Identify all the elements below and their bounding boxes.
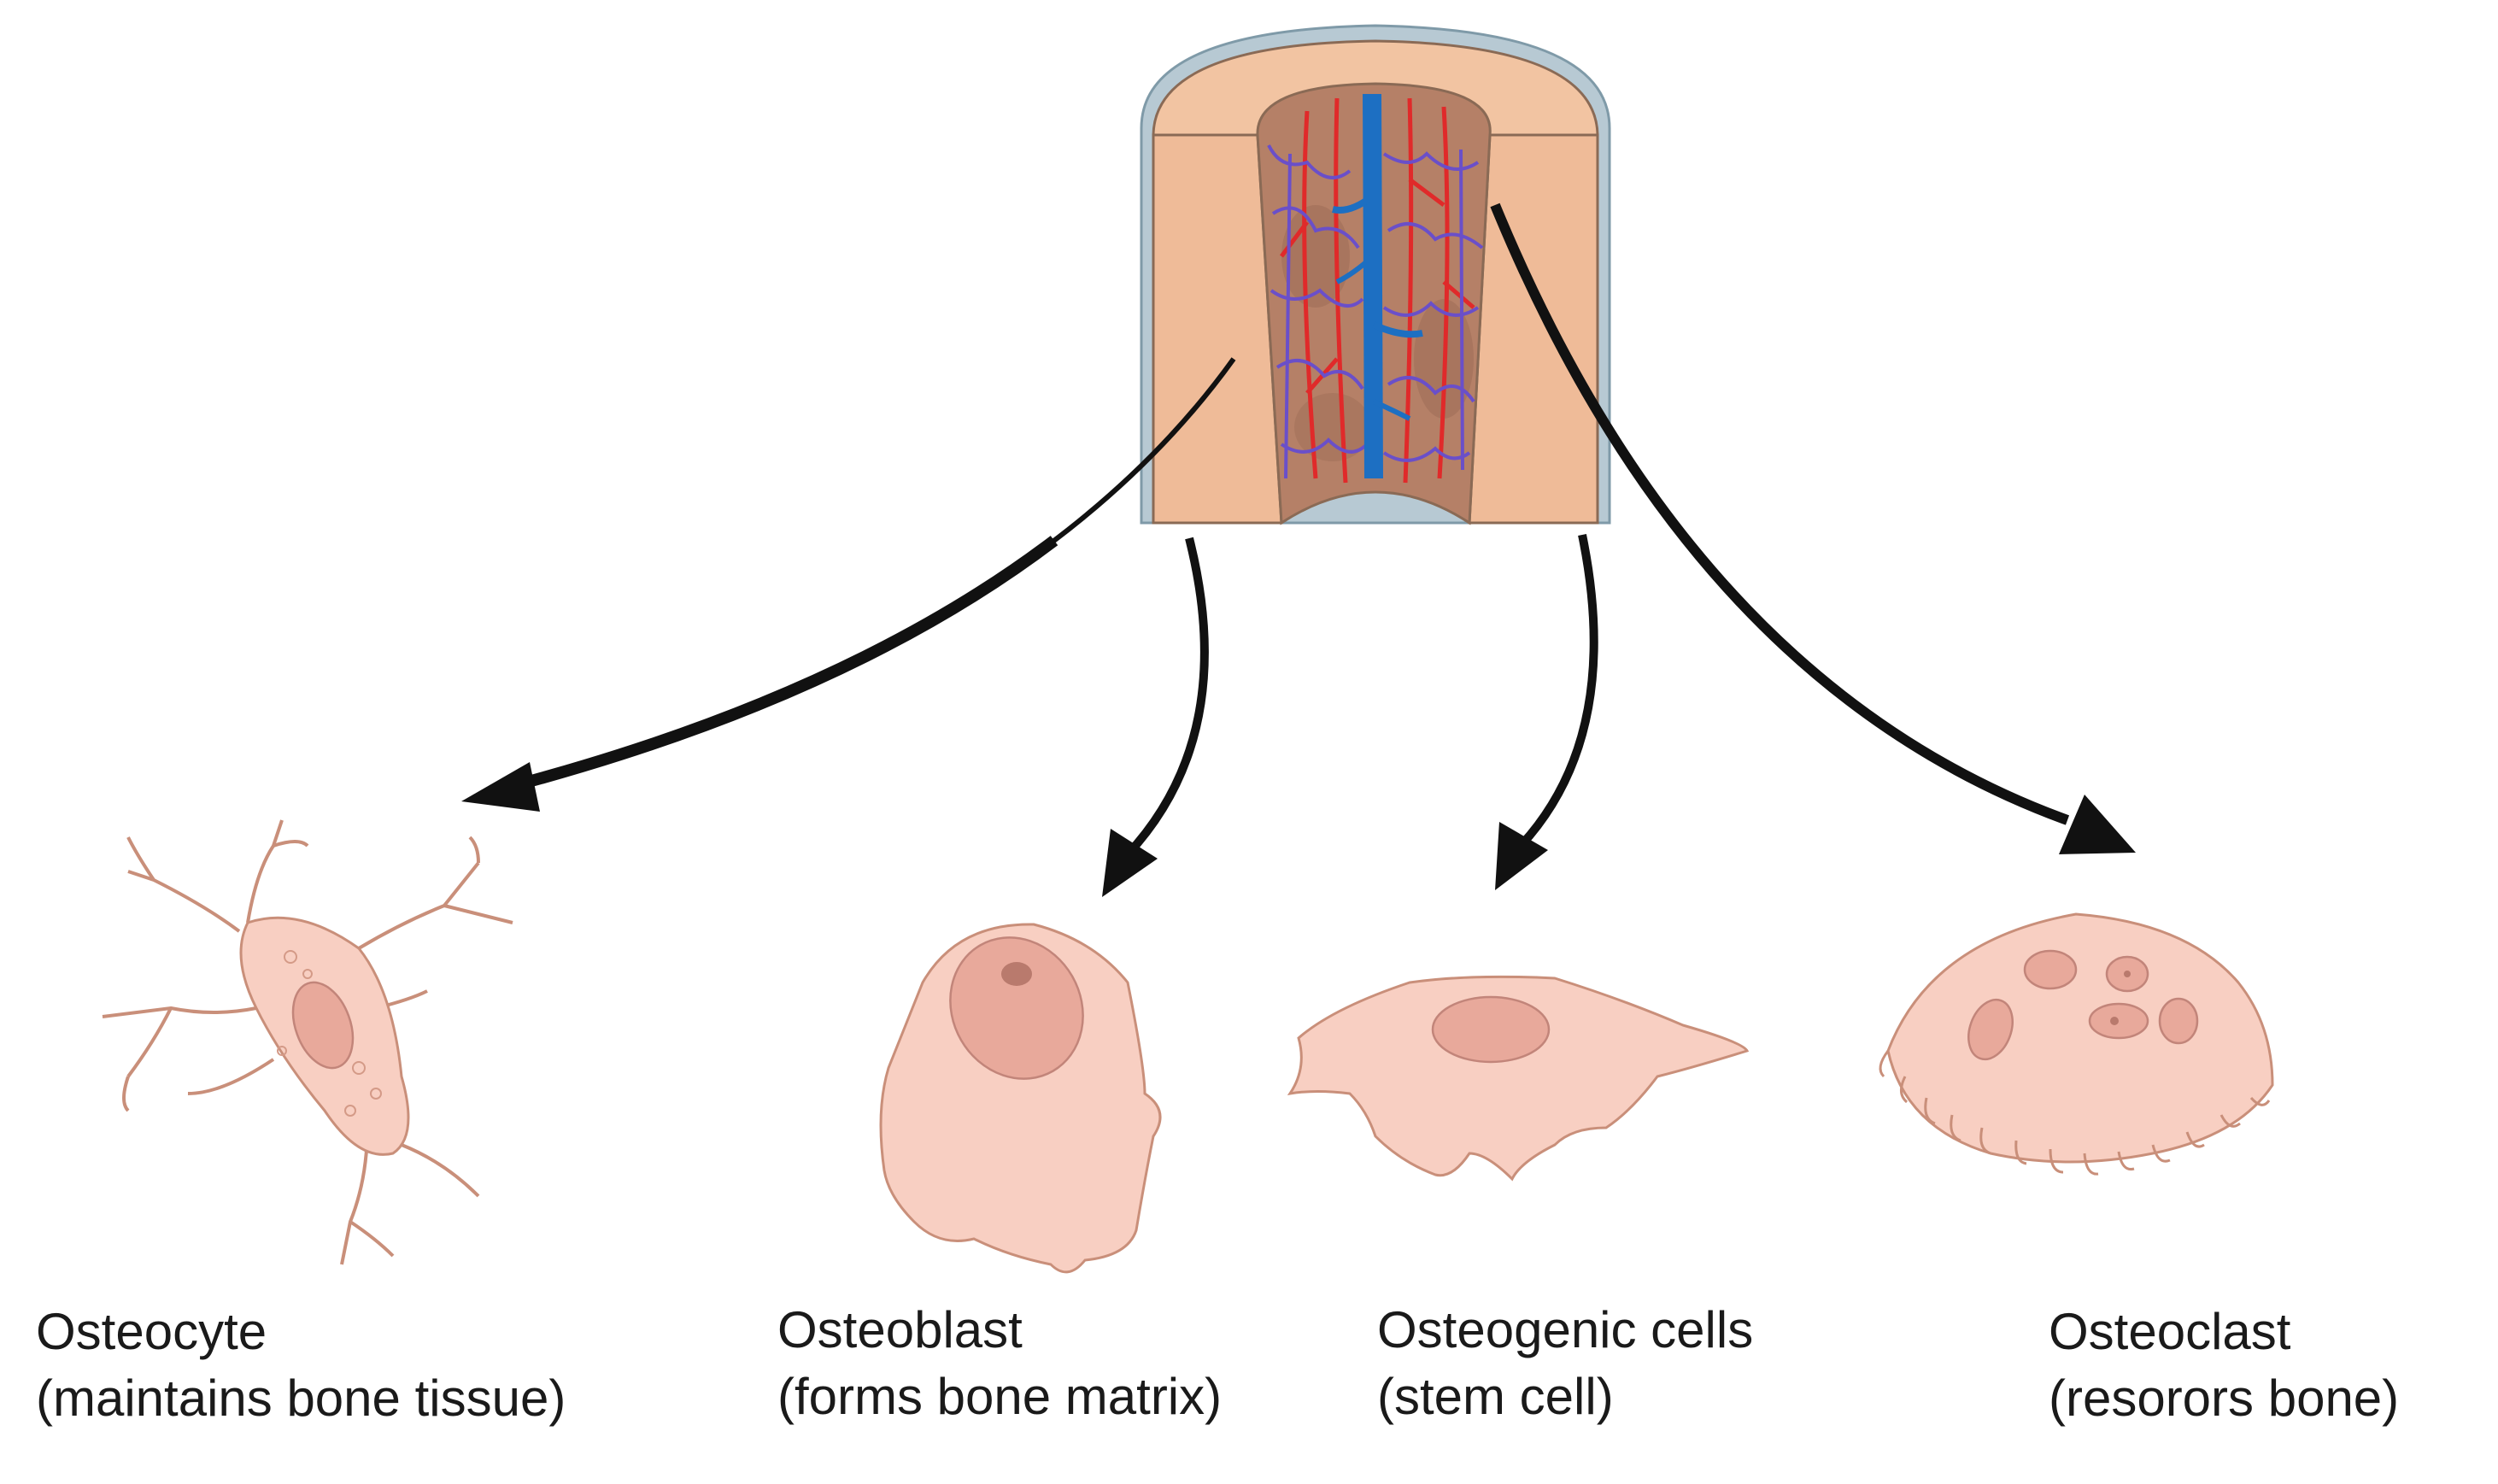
osteocyte-name: Osteocyte — [36, 1303, 267, 1360]
osteoclast-caption: Osteoclast (resorors bone) — [2049, 1299, 2399, 1432]
osteogenic-cell-icon — [1287, 975, 1750, 1182]
bone-cross-section-icon — [1140, 24, 1611, 525]
arrow-to-osteoblast-icon — [1102, 537, 1209, 897]
osteoclast-role: (resorors bone) — [2049, 1370, 2400, 1427]
osteocyte-role: (maintains bone tissue) — [36, 1370, 566, 1427]
osteoclast-icon — [1879, 912, 2274, 1176]
osteoblast-role: (forms bone matrix) — [777, 1368, 1223, 1425]
osteocyte-caption: Osteocyte (maintains bone tissue) — [36, 1299, 566, 1432]
osteoclast-name: Osteoclast — [2049, 1303, 2291, 1360]
arrow-to-osteocyte-icon — [461, 355, 1239, 812]
osteoblast-caption: Osteoblast (forms bone matrix) — [777, 1297, 1222, 1430]
osteoblast-icon — [879, 923, 1162, 1274]
osteogenic-role: (stem cell) — [1377, 1368, 1614, 1425]
osteocyte-icon — [102, 819, 513, 1265]
osteogenic-caption: Osteogenic cells (stem cell) — [1377, 1297, 1753, 1430]
osteogenic-name: Osteogenic cells — [1377, 1301, 1754, 1358]
arrow-to-osteogenic-icon — [1495, 533, 1598, 890]
arrow-to-osteoclast-icon — [1490, 202, 2136, 854]
osteoblast-name: Osteoblast — [777, 1301, 1023, 1358]
